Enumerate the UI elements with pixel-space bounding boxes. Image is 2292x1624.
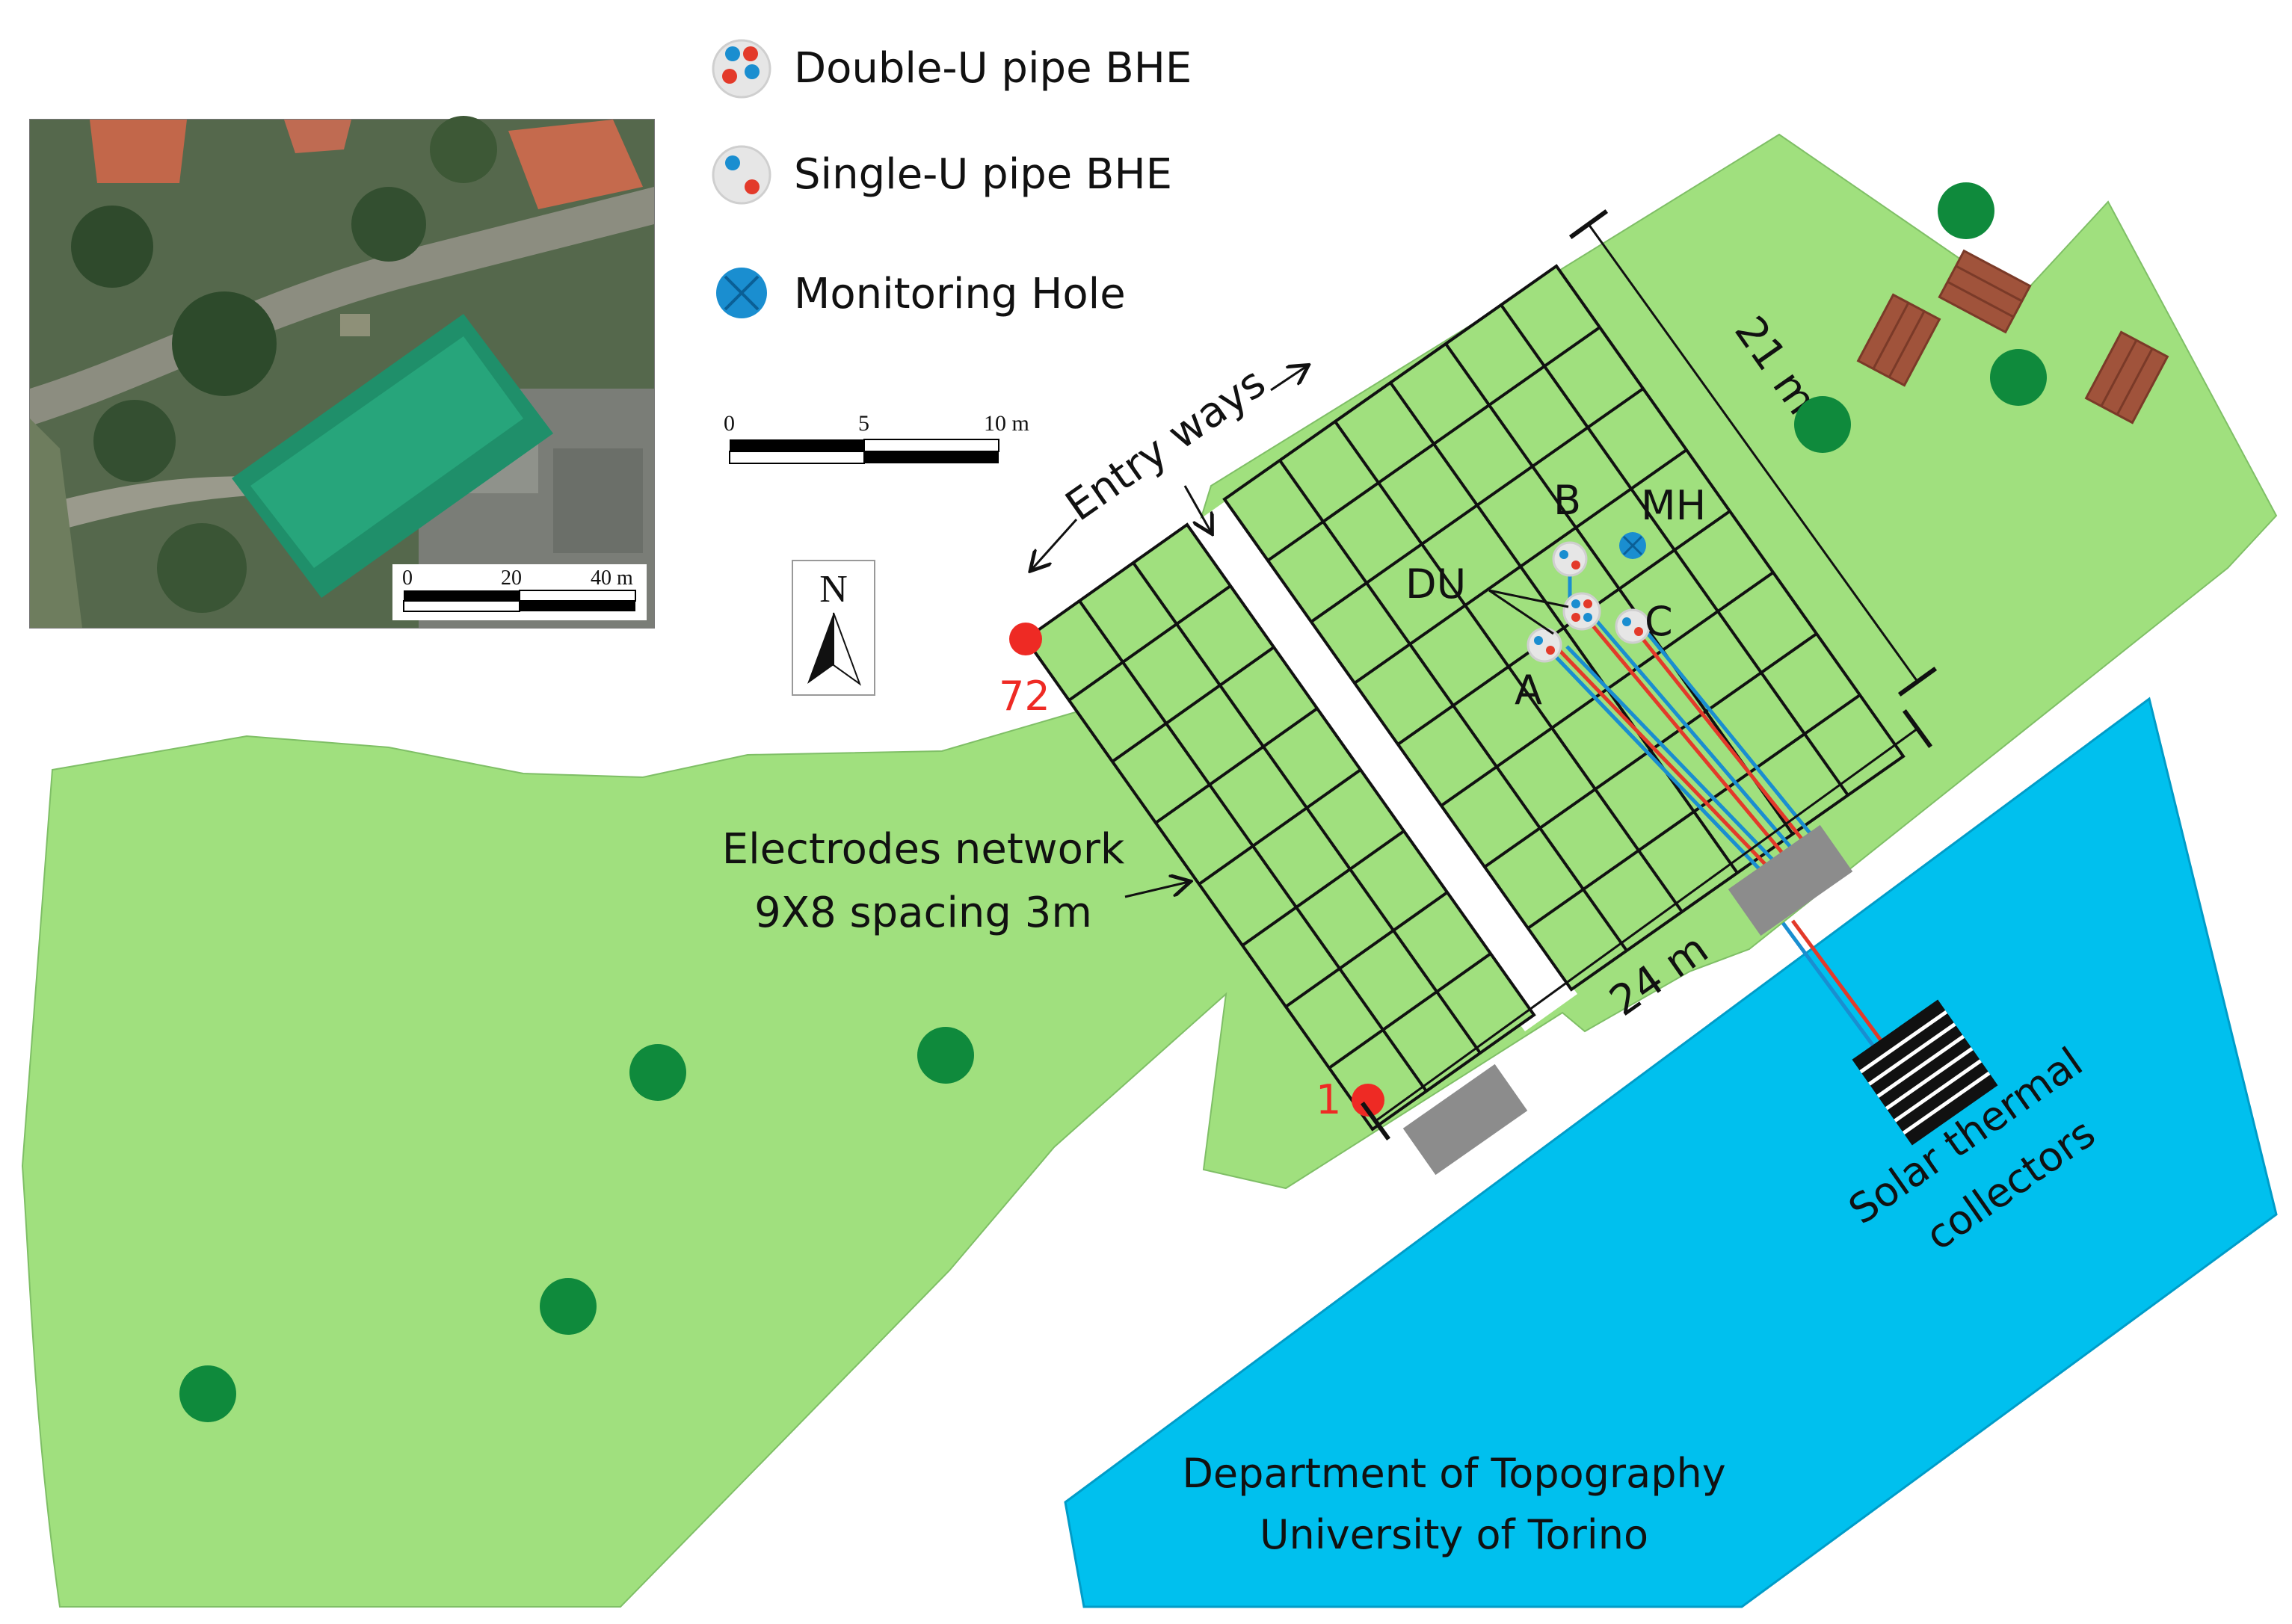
tree bbox=[629, 1044, 686, 1101]
bhe-b-label: B bbox=[1553, 477, 1581, 524]
bhe-c-label: C bbox=[1645, 598, 1673, 645]
grid-left-line bbox=[1068, 584, 1232, 702]
single-u-pipe-icon bbox=[712, 145, 771, 205]
inset-scale-tick-40: 40 m bbox=[591, 566, 633, 590]
tree bbox=[540, 1278, 597, 1335]
tree bbox=[917, 1027, 974, 1084]
electrode-1-label: 1 bbox=[1316, 1076, 1341, 1123]
grid-right-line bbox=[1266, 326, 1601, 562]
inset-scale-tick-0: 0 bbox=[402, 566, 413, 590]
trees bbox=[179, 182, 2047, 1422]
north-arrow: N bbox=[792, 560, 875, 696]
scale-bar: 0 5 10 m bbox=[724, 411, 1029, 464]
electrodes-label-line2: 9X8 spacing 3m bbox=[754, 889, 1092, 937]
grid-left-line bbox=[1198, 768, 1362, 886]
bhe-du-marker bbox=[1562, 592, 1601, 631]
monitoring-hole-marker bbox=[1619, 532, 1646, 559]
electrode-72-label: 72 bbox=[999, 673, 1050, 720]
bhe-b-marker bbox=[1552, 541, 1588, 577]
electrode-1-marker bbox=[1352, 1084, 1384, 1117]
aerial-inset: 0 20 40 m bbox=[29, 116, 655, 629]
north-letter: N bbox=[819, 568, 848, 611]
scale-tick-10: 10 m bbox=[984, 411, 1029, 436]
monitoring-hole-label: MH bbox=[1641, 482, 1706, 529]
bench bbox=[2084, 330, 2169, 424]
entry-ways-arrow-left bbox=[1032, 518, 1078, 569]
electrode-72-marker bbox=[1009, 623, 1042, 655]
bhe-a-label: A bbox=[1515, 667, 1542, 714]
building bbox=[1064, 697, 2278, 1608]
scale-tick-5: 5 bbox=[858, 411, 869, 436]
legend: Double-U pipe BHE Single-U pipe BHE Moni… bbox=[712, 39, 1192, 318]
building-label-line2: University of Torino bbox=[1260, 1511, 1648, 1558]
bench bbox=[1938, 249, 2032, 334]
double-u-pipe-icon bbox=[712, 39, 771, 99]
electrodes-label-line1: Electrodes network bbox=[722, 825, 1125, 874]
du-leader bbox=[1488, 589, 1569, 635]
entry-ways-arrow-down bbox=[1183, 485, 1211, 532]
legend-label-double-u: Double-U pipe BHE bbox=[794, 44, 1192, 93]
bhe-a-marker bbox=[1527, 627, 1562, 663]
building-label-line1: Department of Topography bbox=[1182, 1450, 1725, 1497]
grid-left-line bbox=[1154, 707, 1319, 824]
bench bbox=[1856, 293, 1941, 387]
electrodes-label-arrow bbox=[1124, 882, 1189, 898]
benches bbox=[1856, 249, 2169, 424]
inset-scale-tick-20: 20 bbox=[501, 566, 522, 590]
tree bbox=[1794, 396, 1851, 453]
entry-ways-arrow-right bbox=[1270, 366, 1307, 392]
tree bbox=[1990, 349, 2047, 406]
dimension-24m-line bbox=[1360, 708, 1933, 1141]
tree bbox=[1938, 182, 1994, 239]
scale-tick-0: 0 bbox=[724, 411, 735, 436]
monitoring-hole-icon bbox=[716, 268, 767, 318]
dimension-21m-line bbox=[1568, 209, 1938, 697]
bhe-du-label: DU bbox=[1405, 561, 1466, 608]
tree bbox=[179, 1365, 236, 1422]
legend-label-monitoring-hole: Monitoring Hole bbox=[794, 270, 1126, 318]
grid-left-line bbox=[1111, 646, 1275, 763]
legend-label-single-u: Single-U pipe BHE bbox=[794, 150, 1172, 199]
